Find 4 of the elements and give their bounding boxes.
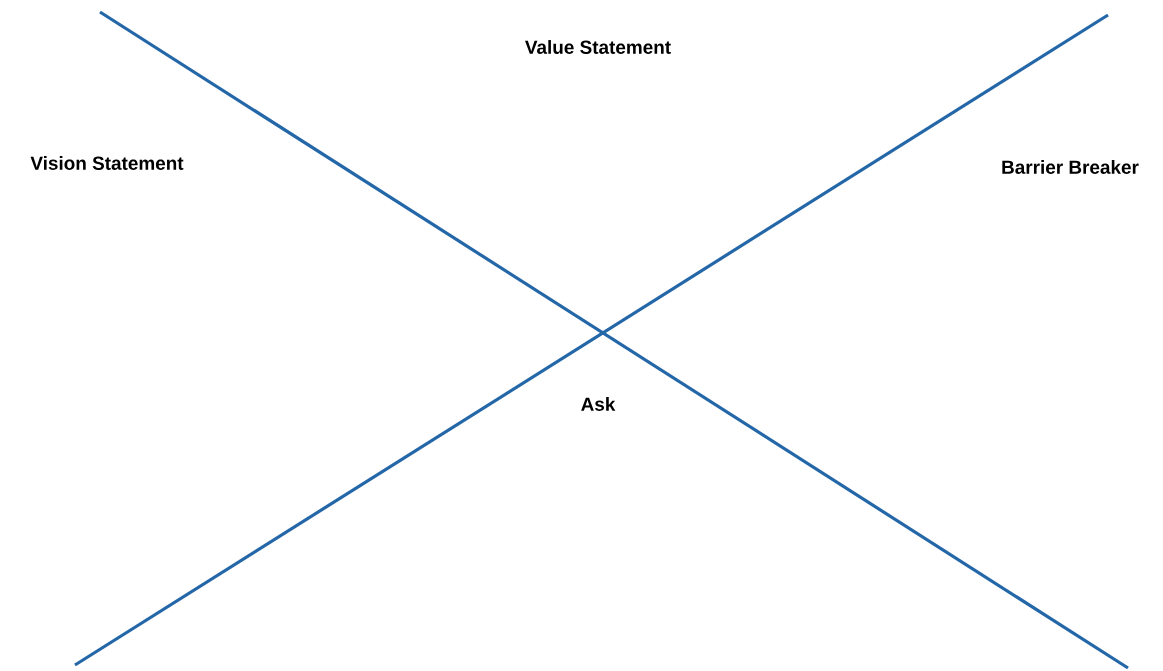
label-text: Ask: [581, 397, 616, 411]
label-text: Barrier Breaker: [1002, 160, 1139, 174]
label-text: Vision Statement: [30, 156, 184, 170]
label-text: Value Statement: [525, 40, 671, 54]
